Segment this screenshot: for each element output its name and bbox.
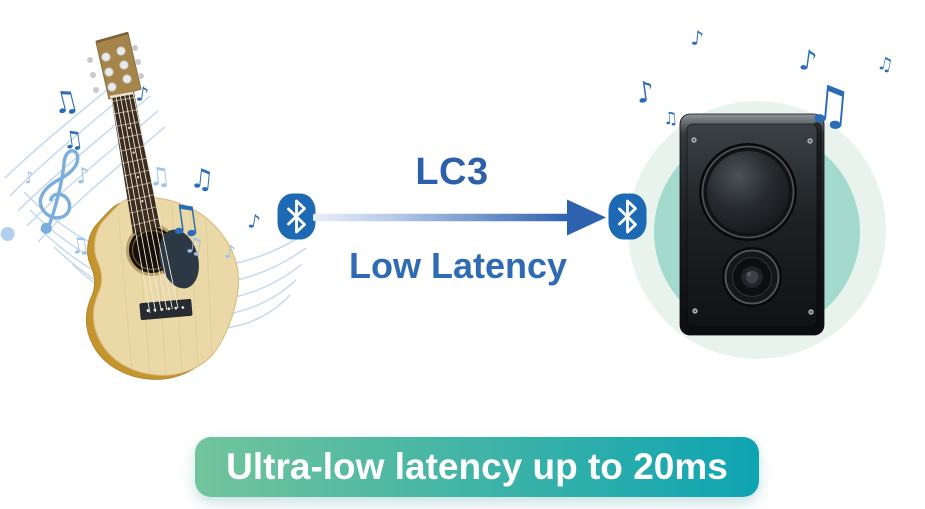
bluetooth-icon-left — [277, 193, 316, 240]
banner-text: Ultra-low latency up to 20ms — [226, 446, 728, 487]
latency-banner: Ultra-low latency up to 20ms — [195, 437, 759, 497]
speaker-illustration — [679, 113, 825, 336]
speaker-screws — [691, 137, 814, 315]
bluetooth-icon-right — [608, 193, 647, 240]
transmission-arrow — [309, 195, 609, 240]
bluetooth-icon — [608, 193, 647, 240]
treble-clef-icon — [0, 149, 80, 241]
latency-label: Low Latency — [348, 245, 568, 286]
codec-label: LC3 — [415, 151, 489, 193]
guitar-illustration — [85, 31, 240, 380]
bluetooth-icon — [277, 193, 316, 240]
